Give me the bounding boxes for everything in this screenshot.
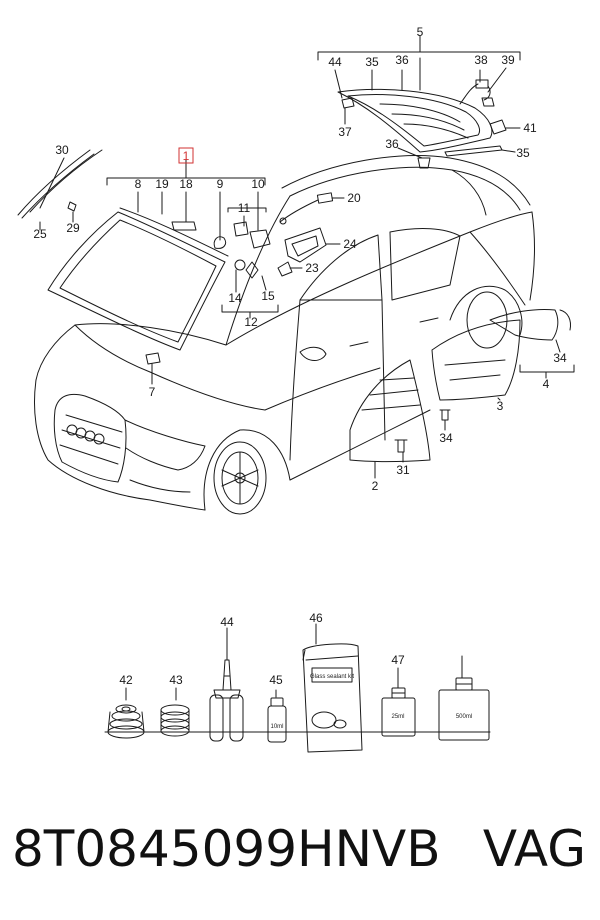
callout-1: 1 (183, 149, 190, 163)
callout-18: 20 (347, 191, 361, 205)
bottle-46-label: 25ml (391, 714, 404, 720)
callout-13: 14 (228, 291, 242, 305)
callout-34: 35 (365, 55, 379, 69)
callout-7: 7 (149, 385, 156, 399)
callout-46: 47 (391, 653, 405, 667)
callout-19: 23 (305, 261, 319, 275)
part-number: 8T0845099HNVB (12, 820, 441, 878)
front-door-glass[interactable] (349, 359, 431, 462)
mirror-base-7-icon[interactable] (145, 352, 161, 365)
callout-43: 44 (220, 615, 234, 629)
callout-20: 24 (343, 237, 357, 251)
parts-diagram: 5 44 35 36 38 39 37 41 36 35 1 30 8 19 1… (17, 25, 575, 753)
callout-41: 42 (119, 673, 133, 687)
sealant-coil-42[interactable] (160, 704, 190, 737)
bag-45-label: Glass sealant kit (310, 674, 354, 680)
bag-45[interactable] (302, 643, 363, 753)
clip-24-icon[interactable] (67, 201, 77, 212)
cartridge-43[interactable] (209, 631, 244, 742)
callout-14: 15 (261, 289, 275, 303)
quarter-glass[interactable] (489, 309, 571, 341)
callout-34: 35 (516, 146, 530, 160)
callout-36: 37 (338, 125, 352, 139)
car-body (34, 155, 535, 515)
callout-35: 36 (385, 137, 399, 151)
callout-23: 25 (33, 227, 47, 241)
rear-window[interactable] (337, 79, 507, 169)
trim-strips[interactable] (17, 149, 103, 219)
callout-45: 46 (309, 611, 323, 625)
windshield[interactable] (47, 207, 229, 351)
bottom-leader-lines (125, 623, 463, 701)
callout-31: 34 (553, 351, 567, 365)
vial-44[interactable] (267, 697, 287, 743)
sealant-reel-41[interactable] (107, 704, 145, 739)
callout-25: 30 (55, 143, 69, 157)
rear-door-glass[interactable] (431, 319, 521, 421)
callout-38: 39 (501, 53, 515, 67)
brand-name: VAG (482, 820, 586, 878)
callout-18: 19 (155, 177, 169, 191)
callout-9: 9 (217, 177, 224, 191)
callout-3: 3 (497, 399, 504, 413)
callout-24: 29 (66, 221, 80, 235)
callout-15: 18 (179, 177, 193, 191)
callout-8: 8 (135, 177, 142, 191)
callout-29: 31 (396, 463, 410, 477)
footer: 8T0845099HNVB VAG (0, 812, 600, 902)
bottle-47[interactable] (438, 677, 490, 741)
leader-lines (39, 35, 575, 479)
callout-30: 34 (439, 431, 453, 445)
vial-44-label: 10ml (270, 724, 283, 730)
callout-36: 44 (328, 55, 342, 69)
callout-35: 36 (395, 53, 409, 67)
callout-42: 43 (169, 673, 183, 687)
callout-labels: 5 44 35 36 38 39 37 41 36 35 1 30 8 19 1… (33, 25, 567, 687)
callout-5: 5 (417, 25, 424, 39)
callout-2: 2 (372, 479, 379, 493)
highlight-box (178, 147, 194, 164)
callout-12: 12 (244, 315, 258, 329)
callout-4: 4 (543, 377, 550, 391)
windshield-small-parts[interactable] (171, 192, 334, 279)
callout-37: 38 (474, 53, 488, 67)
bottle-46[interactable] (381, 687, 416, 737)
callout-10: 10 (251, 177, 265, 191)
callout-44: 45 (269, 673, 283, 687)
callout-11: 11 (238, 201, 251, 215)
bottle-47-label: 500ml (456, 714, 472, 720)
callout-39: 41 (523, 121, 537, 135)
package-labels: 10ml Glass sealant kit 25ml 500ml (270, 674, 472, 730)
